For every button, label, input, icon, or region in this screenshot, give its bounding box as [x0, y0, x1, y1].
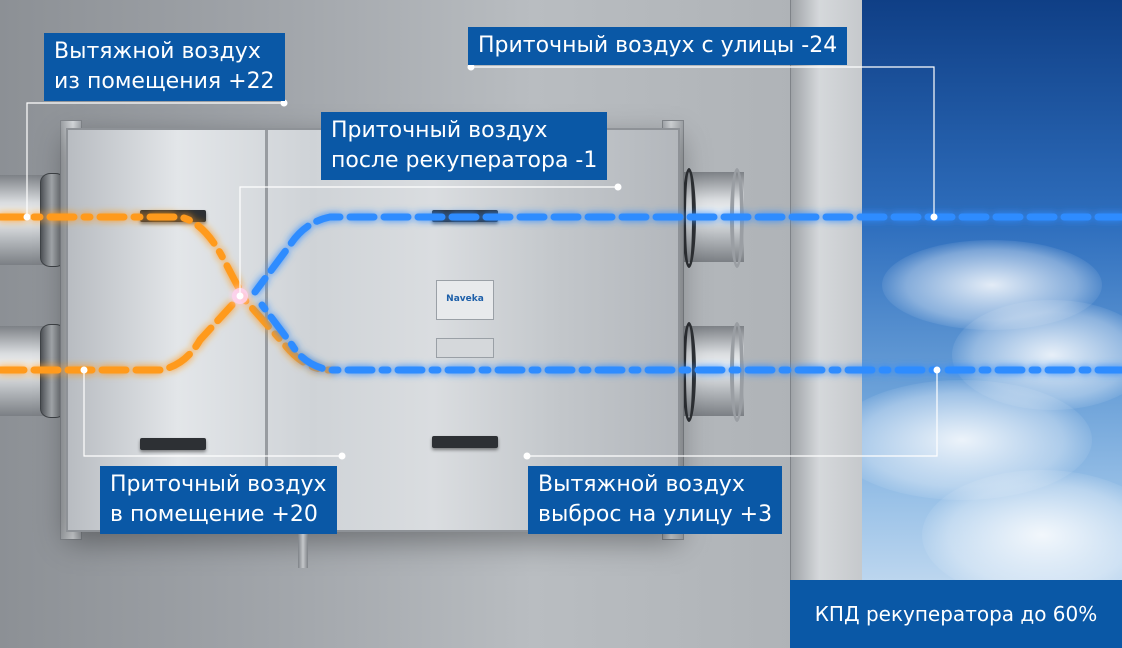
leader-lines [26, 66, 938, 457]
efficiency-banner: КПД рекуператора до 60% [790, 580, 1122, 648]
leader-dot [467, 63, 475, 71]
drain-pipe [298, 532, 308, 568]
service-plate [436, 338, 494, 358]
brand-logo: Naveka [446, 294, 484, 304]
leader-dot [236, 292, 244, 300]
recuperator-unit [66, 128, 680, 532]
label-line: из помещения +22 [54, 69, 275, 94]
leader-dot [338, 452, 346, 460]
efficiency-text: КПД рекуператора до 60% [814, 602, 1098, 626]
label-supply-to-room: Приточный воздух в помещение +20 [100, 466, 337, 534]
leader-exhaust-in [26, 102, 284, 217]
label-line: Приточный воздух [110, 472, 327, 497]
label-line: в помещение +20 [110, 502, 318, 527]
label-exhaust-from-room: Вытяжной воздух из помещения +22 [44, 33, 285, 101]
leader-supply-after [239, 186, 618, 296]
label-line: Вытяжной воздух [54, 39, 261, 64]
label-line: после рекуператора -1 [331, 148, 598, 173]
label-line: Вытяжной воздух [538, 472, 745, 497]
label-supply-outdoor: Приточный воздух с улицы -24 [468, 27, 848, 65]
label-line: выброс на улицу +3 [538, 502, 773, 527]
label-supply-after-recuperator: Приточный воздух после рекуператора -1 [321, 112, 608, 180]
label-line: Приточный воздух [331, 118, 548, 143]
label-exhaust-to-street: Вытяжной воздух выброс на улицу +3 [528, 466, 783, 534]
sky-background [862, 0, 1122, 648]
unit-handle [140, 438, 206, 450]
leader-dot [280, 99, 288, 107]
unit-handle [432, 436, 498, 448]
cold-exhaust-flow [258, 301, 1122, 374]
warm-exhaust-flow [0, 213, 334, 374]
leader-supply-room [83, 370, 342, 457]
leader-dot [614, 183, 622, 191]
leader-exhaust-out [527, 370, 938, 457]
leader-dot [23, 213, 31, 221]
leader-dot [930, 213, 938, 221]
warm-supply-flow [0, 301, 236, 374]
leader-dots [23, 63, 941, 460]
leader-dot [523, 452, 531, 460]
label-line: Приточный воздух с улицы -24 [478, 33, 838, 58]
leader-supply-outdoor [471, 66, 935, 217]
wall-edge [790, 0, 862, 648]
leader-dot [933, 366, 941, 374]
unit-seam [265, 130, 268, 530]
cold-supply-flow [251, 213, 1122, 296]
nameplate [436, 280, 494, 320]
leader-dot [80, 366, 88, 374]
